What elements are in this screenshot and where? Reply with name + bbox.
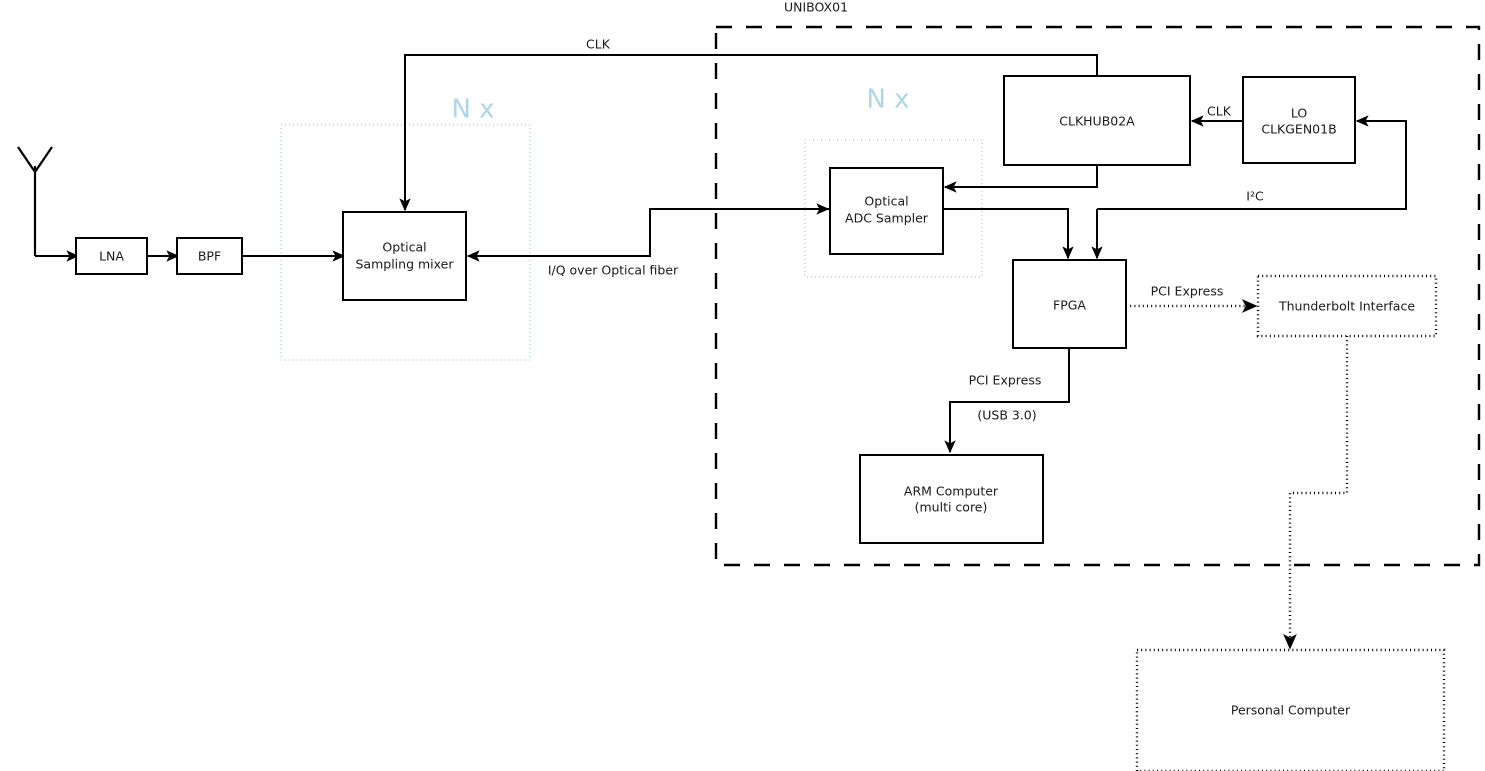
group-label-right: N x	[866, 85, 909, 115]
wire-clk-to-mixer	[399, 54, 1098, 212]
block-lo-label-line2: CLKGEN01B	[1261, 122, 1336, 137]
wire-adc-to-fpga	[943, 208, 1074, 260]
wire-thunderbolt-to-pc	[1283, 336, 1349, 650]
edge-label-clk-lo: CLK	[1207, 104, 1232, 119]
block-optical-sampling-mixer	[342, 211, 467, 301]
block-mixer-label-line2: Sampling mixer	[356, 257, 455, 272]
unibox-enclosure	[714, 25, 1481, 567]
edge-label-iq-fiber: I/Q over Optical fiber	[548, 263, 679, 278]
block-lo-label-line1: LO	[1291, 106, 1308, 121]
block-bpf	[176, 237, 243, 275]
block-personal-computer	[1135, 648, 1446, 771]
block-arm-computer	[859, 454, 1044, 544]
antenna-icon	[17, 146, 53, 256]
block-mixer-label-line1: Optical	[382, 240, 426, 255]
block-lna-label: LNA	[99, 249, 124, 264]
block-fpga-label: FPGA	[1053, 298, 1086, 313]
block-clkhub02a	[1003, 75, 1191, 166]
block-adc-label-line2: ADC Sampler	[845, 211, 929, 226]
block-clkhub02a-label: CLKHUB02A	[1059, 114, 1135, 129]
block-arm-label-line2: (multi core)	[915, 500, 988, 515]
edge-label-clk-top: CLK	[586, 37, 611, 52]
edge-label-pcie-thunderbolt: PCI Express	[1151, 284, 1224, 299]
wire-clkhub-to-adc	[943, 165, 1098, 193]
block-optical-adc-sampler	[829, 167, 944, 255]
edge-label-usb30: (USB 3.0)	[977, 408, 1036, 423]
block-thunderbolt-interface	[1256, 274, 1438, 338]
block-thunderbolt-label: Thunderbolt Interface	[1278, 299, 1415, 314]
block-adc-label-line1: Optical	[864, 194, 908, 209]
wire-i2c-fpga-to-lo	[1097, 115, 1407, 210]
block-lo-clkgen01b	[1242, 76, 1356, 164]
group-box-adc	[804, 139, 983, 278]
block-bpf-label: BPF	[198, 249, 221, 264]
edge-label-pcie-arm: PCI Express	[969, 373, 1042, 388]
block-pc-label: Personal Computer	[1231, 703, 1351, 718]
unibox-enclosure-label: UNIBOX01	[784, 0, 848, 15]
wire-fpga-to-arm	[944, 348, 1070, 454]
edge-label-i2c: I²C	[1246, 189, 1264, 204]
group-label-left: N x	[451, 95, 494, 125]
block-arm-label-line1: ARM Computer	[904, 484, 999, 499]
